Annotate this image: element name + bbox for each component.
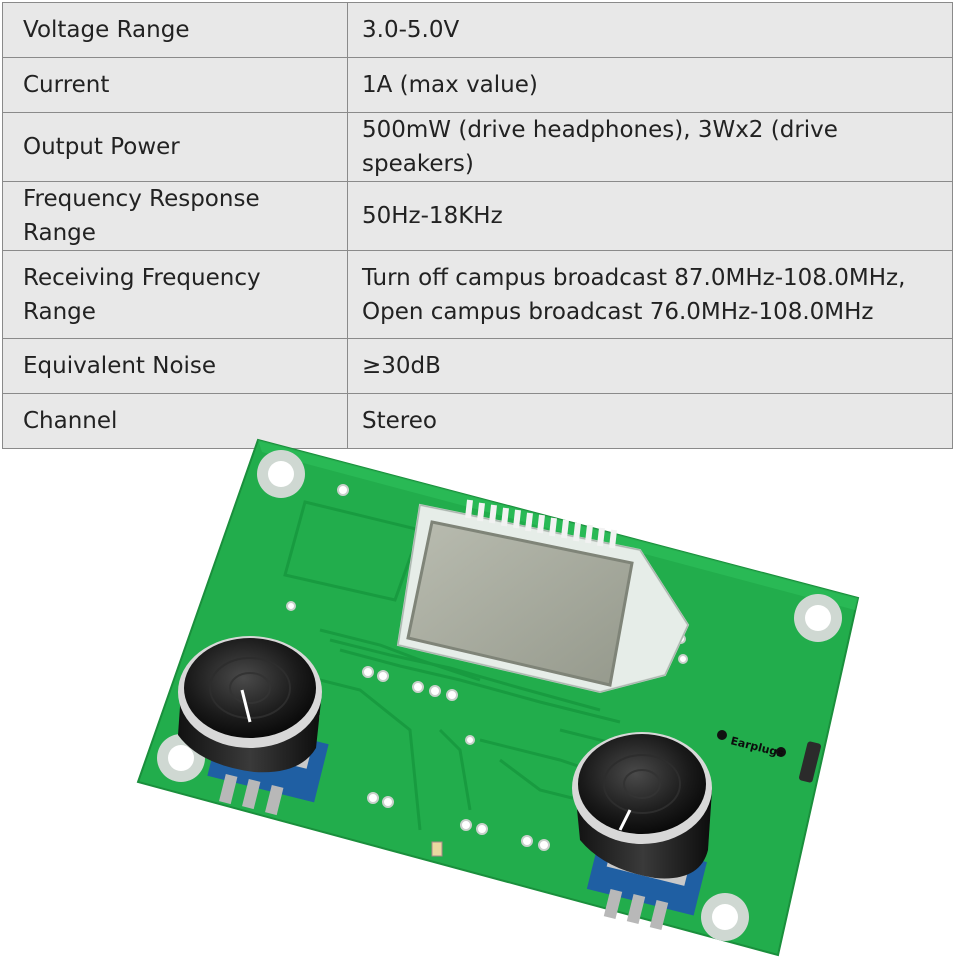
spec-row-channel: Channel Stereo xyxy=(2,393,953,449)
spec-value-line: 3.0-5.0V xyxy=(362,17,460,43)
spec-value: 50Hz-18KHz xyxy=(347,181,953,251)
spec-value: Stereo xyxy=(347,393,953,449)
spec-value: Turn off campus broadcast 87.0MHz-108.0M… xyxy=(347,250,953,339)
product-photo: Earplugs xyxy=(0,430,956,960)
spec-value-line: Stereo xyxy=(362,408,437,434)
mounting-hole xyxy=(257,450,305,498)
spec-value-line: ≥30dB xyxy=(362,353,441,379)
spec-value-line: Turn off campus broadcast 87.0MHz-108.0M… xyxy=(362,264,906,291)
spec-value: 500mW (drive headphones), 3Wx2 (drive sp… xyxy=(347,112,953,182)
spec-value-line: Open campus broadcast 76.0MHz-108.0MHz xyxy=(362,298,874,325)
mounting-hole xyxy=(701,893,749,941)
spec-value: 1A (max value) xyxy=(347,57,953,113)
mounting-hole xyxy=(794,594,842,642)
spec-row-voltage: Voltage Range 3.0-5.0V xyxy=(2,2,953,58)
spec-value-line: 1A (max value) xyxy=(362,72,538,98)
spec-value: 3.0-5.0V xyxy=(347,2,953,58)
spec-row-output-power: Output Power 500mW (drive headphones), 3… xyxy=(2,112,953,182)
spec-label: Receiving Frequency Range xyxy=(2,250,348,339)
spec-label: Output Power xyxy=(2,112,348,182)
spec-value: ≥30dB xyxy=(347,338,953,394)
spec-row-current: Current 1A (max value) xyxy=(2,57,953,113)
lcd-display xyxy=(396,499,690,694)
spec-label: Voltage Range xyxy=(2,2,348,58)
spec-label: Channel xyxy=(2,393,348,449)
spec-label: Frequency Response Range xyxy=(2,181,348,251)
spec-row-equivalent-noise: Equivalent Noise ≥30dB xyxy=(2,338,953,394)
spec-label: Current xyxy=(2,57,348,113)
spec-label: Equivalent Noise xyxy=(2,338,348,394)
spec-value-line: 50Hz-18KHz xyxy=(362,203,503,229)
spec-value-line: 500mW (drive headphones), 3Wx2 (drive sp… xyxy=(362,117,838,177)
spec-row-receiving-frequency: Receiving Frequency Range Turn off campu… xyxy=(2,250,953,339)
tuning-knob xyxy=(572,732,712,931)
spec-table: Voltage Range 3.0-5.0V Current 1A (max v… xyxy=(2,2,953,449)
volume-knob xyxy=(178,636,329,816)
fm-radio-board-image: Earplugs xyxy=(136,438,860,957)
spec-row-frequency-response: Frequency Response Range 50Hz-18KHz xyxy=(2,181,953,251)
